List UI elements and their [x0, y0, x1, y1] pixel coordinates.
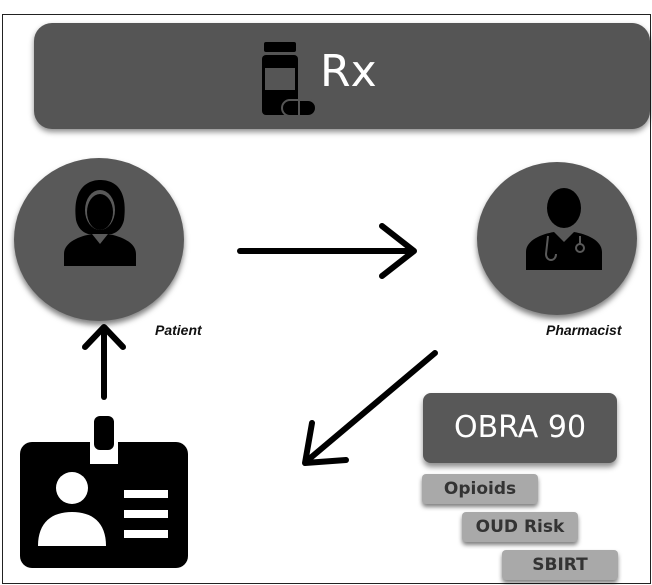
pharmacist-label: Pharmacist [546, 322, 622, 338]
prescription-bottle-icon [262, 42, 317, 117]
diagram-frame [2, 14, 651, 584]
topic-sbirt: SBIRT [502, 550, 618, 580]
topic-opioids: Opioids [422, 474, 538, 504]
obra-90-box: OBRA 90 [423, 393, 617, 463]
female-user-icon [64, 180, 136, 266]
id-badge-icon [20, 416, 188, 568]
topic-oud-risk: OUD Risk [462, 512, 578, 542]
patient-label: Patient [155, 322, 202, 338]
doctor-stethoscope-icon [526, 188, 602, 270]
rx-title: Rx [320, 46, 377, 97]
rx-header-bar [34, 23, 650, 129]
